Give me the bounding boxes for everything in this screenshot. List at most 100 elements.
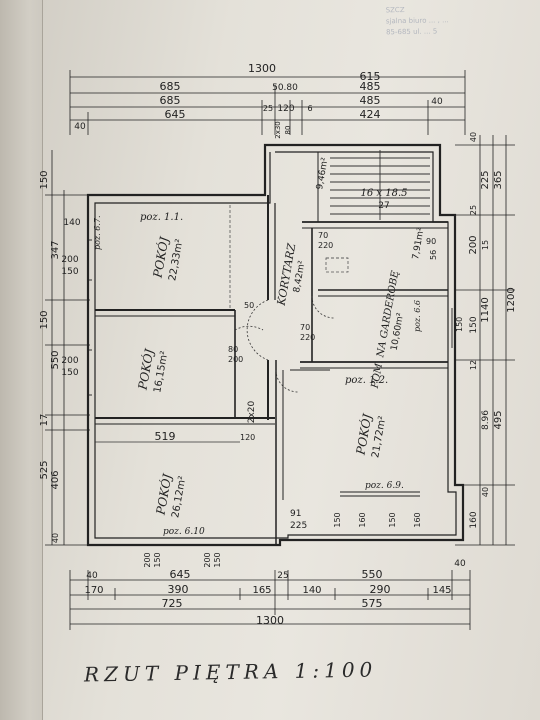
dim-interior: 220	[318, 241, 333, 250]
dim-bottom: 575	[362, 597, 383, 610]
dim-top: 25	[263, 104, 273, 113]
room-position-label: poz. 1.1.	[140, 212, 183, 223]
bottom-dimension-texts: 40 645 25 550 40 170 390 165 140 290 145…	[84, 559, 466, 627]
dim-interior: 150	[153, 552, 162, 567]
dim-top: 40	[74, 122, 86, 132]
dim-interior: 50	[244, 301, 254, 310]
dim-interior: 160	[358, 512, 367, 527]
plan-title: RZUT PIĘTRA 1:100	[83, 657, 378, 687]
room-area: 9,46m²	[315, 156, 331, 190]
dim-top: 645	[165, 108, 186, 121]
dim-left: 140	[63, 218, 80, 228]
dim-right: 150	[469, 316, 479, 333]
dim-interior: 150	[388, 512, 397, 527]
dim-top: 120	[277, 104, 294, 114]
dim-interior: 70	[318, 231, 328, 240]
dim-interior: 56	[429, 250, 438, 260]
dim-right: 12	[469, 360, 478, 370]
dim-top-overall: 1300	[248, 62, 276, 75]
dim-right: 495	[493, 410, 504, 429]
dim-interior: 150	[455, 317, 464, 332]
dim-interior: 2x20	[247, 400, 257, 423]
dim-right: 200	[468, 235, 479, 254]
dim-right: 25	[469, 205, 478, 215]
dim-left: 17	[39, 414, 50, 427]
dim-bottom: 170	[84, 585, 103, 596]
dim-left: 525	[39, 460, 50, 479]
building-walls	[86, 143, 465, 547]
dim-left: 40	[51, 533, 60, 543]
dim-left: 200	[61, 255, 78, 265]
dim-top: 685	[160, 80, 181, 93]
bottom-dimension-lines	[69, 570, 471, 630]
dim-right: 40	[481, 487, 490, 497]
dim-bottom: 550	[362, 568, 383, 581]
staircase	[330, 150, 430, 220]
dim-bottom: 25	[277, 571, 288, 581]
window-label: poz. 6.7.	[93, 215, 102, 250]
binding-margin	[0, 0, 43, 720]
room-area: 7,91m²	[411, 226, 427, 260]
dim-top: 80	[284, 126, 292, 135]
dim-left: 150	[61, 368, 78, 378]
interior-dimensions: 519 2x20 120 91 225 150 160 150 160 200 …	[95, 231, 464, 568]
dim-bottom: 145	[432, 585, 451, 596]
dim-right: 365	[493, 170, 504, 189]
dim-bottom: 40	[86, 571, 98, 581]
top-dimension-lines	[69, 70, 466, 135]
stair-count: 27	[378, 201, 389, 211]
dim-right: 1140	[480, 297, 491, 322]
door-swings	[234, 295, 335, 393]
stair-label: 16 x 18.5	[361, 188, 408, 199]
dim-top: 2x30	[274, 121, 282, 139]
dim-bottom: 1300	[256, 614, 284, 627]
dim-interior: 519	[155, 430, 176, 443]
left-dimension-texts: 150 347 150 550 17 525 406 40 140 200 15…	[39, 170, 81, 543]
dim-interior: 70	[300, 323, 310, 332]
dim-bottom: 645	[170, 568, 191, 581]
dim-interior: 120	[240, 433, 255, 442]
dim-interior: 200	[203, 552, 212, 567]
dim-right: 15	[481, 240, 490, 250]
windows	[88, 144, 453, 539]
dim-bottom: 40	[454, 559, 466, 569]
dim-top: 40	[431, 97, 443, 107]
dim-left: 150	[39, 170, 50, 189]
dim-left: 347	[50, 240, 61, 259]
dim-interior: 225	[290, 521, 307, 531]
dim-top: 485	[360, 80, 381, 93]
dim-interior: 80	[228, 345, 238, 354]
dim-bottom: 390	[168, 583, 189, 596]
dim-left: 150	[39, 310, 50, 329]
dim-interior: 150	[333, 512, 342, 527]
top-dimension-texts: 1300 685 615 685 50.80 485 485 40 645 25…	[74, 62, 443, 139]
radiator-line	[229, 205, 349, 308]
dim-bottom: 290	[370, 583, 391, 596]
left-dimension-lines	[45, 150, 90, 546]
dim-right: 160	[469, 511, 479, 528]
room-position-label: poz. 6.6	[413, 300, 422, 332]
dim-left: 550	[50, 350, 61, 369]
dim-bottom: 165	[252, 585, 271, 596]
dim-bottom: 725	[162, 597, 183, 610]
dim-left: 150	[61, 267, 78, 277]
dim-top: 6	[307, 104, 312, 113]
dim-interior: 220	[300, 333, 315, 342]
dim-right: 8.96	[481, 410, 491, 430]
dim-top: 615	[360, 70, 381, 83]
room-position-label: poz. 6.10	[163, 527, 205, 537]
dim-right: 225	[480, 170, 491, 189]
dim-interior: 150	[213, 552, 222, 567]
dim-top: 424	[360, 108, 381, 121]
right-dimension-lines	[455, 135, 515, 546]
dim-right: 1200	[506, 287, 517, 312]
dim-interior: 200	[228, 355, 243, 364]
dim-bottom: 140	[302, 585, 321, 596]
dim-interior: 160	[413, 512, 422, 527]
dim-left: 200	[61, 356, 78, 366]
dim-left: 406	[50, 470, 61, 489]
dim-top: 50.80	[272, 83, 298, 93]
dim-top: 685	[160, 94, 181, 107]
dim-right: 40	[469, 132, 478, 142]
